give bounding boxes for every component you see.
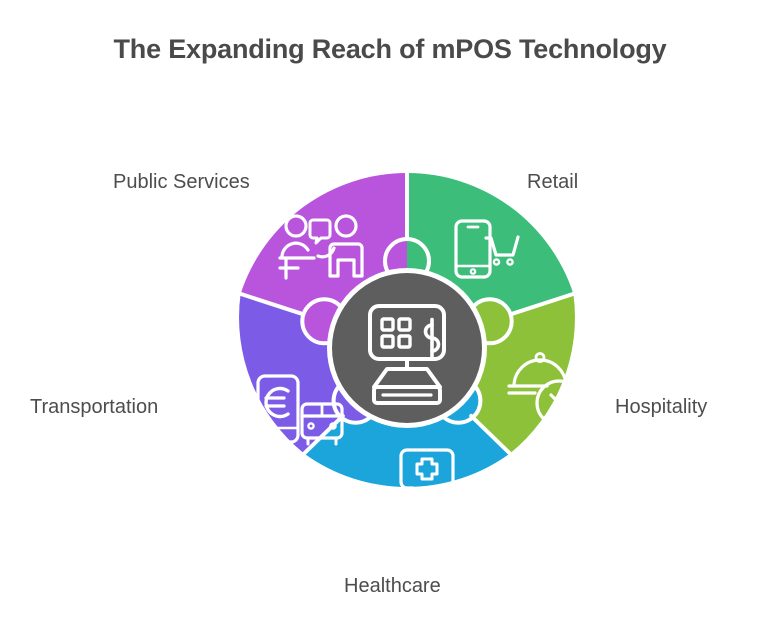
segment-label-transportation: Transportation — [30, 396, 159, 418]
page-title: The Expanding Reach of mPOS Technology — [113, 34, 667, 64]
center-hub[interactable] — [327, 268, 487, 428]
serving-cloche-cutlery-icon — [507, 352, 582, 427]
segment-label-retail: Retail — [527, 171, 579, 193]
service-counter-people-icon — [278, 214, 364, 280]
phone-medical-cross-icon — [380, 448, 455, 523]
puzzle-wheel — [232, 173, 582, 523]
smartphone-euro-bus-icon — [256, 374, 344, 446]
segment-label-hospitality: Hospitality — [615, 396, 708, 418]
segment-transportation-shape[interactable] — [239, 293, 407, 454]
segment-hospitality-shape[interactable] — [407, 293, 575, 454]
smartphone-shopping-cart-icon — [454, 219, 520, 279]
segment-label-healthcare: Healthcare — [344, 575, 441, 597]
segment-label-public-services: Public Services — [113, 171, 250, 193]
pos-terminal-icon — [368, 304, 446, 405]
